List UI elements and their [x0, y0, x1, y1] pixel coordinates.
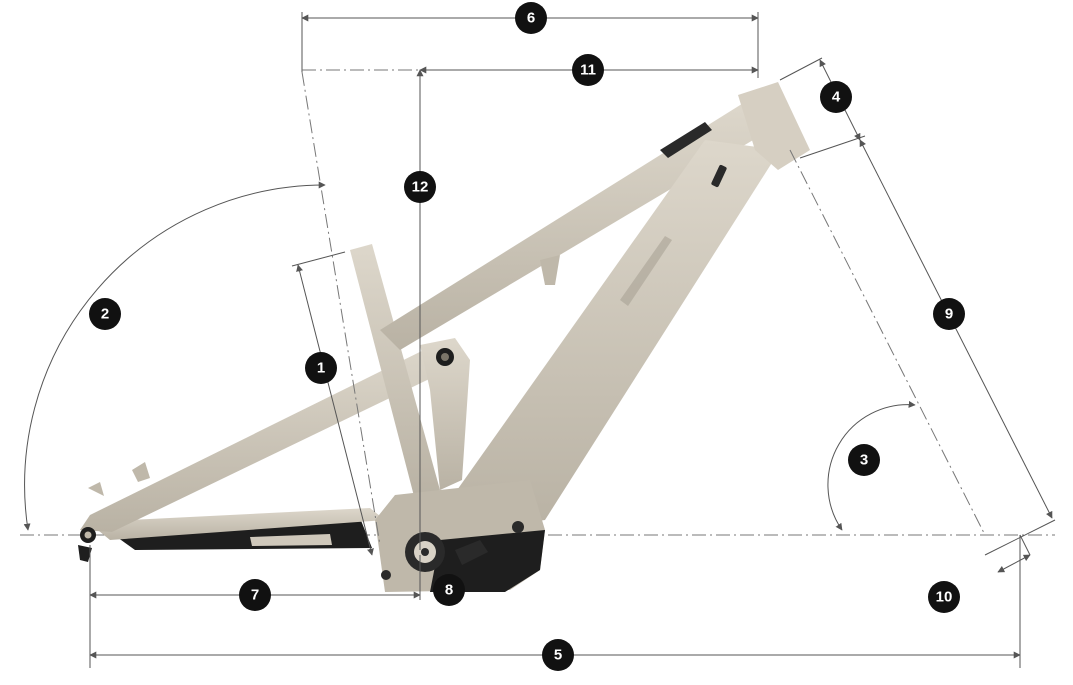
- seat-angle-line: [301, 71, 381, 546]
- badge-10-label: 10: [936, 589, 953, 606]
- rocker-link: [420, 338, 470, 490]
- pivot-bolt-upper-inner: [441, 353, 449, 361]
- brake-mount-2: [88, 482, 104, 496]
- badge-6-label: 6: [527, 10, 535, 27]
- motor-bolt: [512, 521, 524, 533]
- badge-5: 5: [542, 639, 574, 671]
- badge-3-label: 3: [860, 452, 868, 469]
- badge-4-label: 4: [832, 89, 841, 106]
- dim-10-line: [997, 554, 1031, 573]
- top-tube: [380, 102, 770, 350]
- badge-9: 9: [933, 298, 965, 330]
- badge-12-label: 12: [412, 179, 429, 196]
- badge-5-label: 5: [554, 647, 562, 664]
- derailleur-hanger: [78, 545, 92, 562]
- dim-2-arc: [23, 181, 326, 531]
- cable-port: [711, 164, 727, 188]
- head-angle-line: [789, 149, 986, 536]
- badge-9-label: 9: [945, 306, 953, 323]
- top-tube-mount: [660, 122, 712, 158]
- crank-stub: [455, 540, 488, 565]
- dim-10-ext: [1019, 534, 1031, 556]
- down-tube: [450, 140, 780, 530]
- badge-11-label: 11: [580, 62, 596, 79]
- dim-4-ext-top: [779, 57, 823, 81]
- bb-axle: [421, 548, 429, 556]
- badge-6: 6: [515, 2, 547, 34]
- head-tube: [738, 82, 810, 170]
- dim-1-ext: [291, 251, 346, 267]
- badge-3: 3: [848, 444, 880, 476]
- badge-1-label: 1: [317, 360, 325, 377]
- badge-7: 7: [239, 579, 271, 611]
- badge-11: 11: [572, 54, 604, 86]
- badge-7-label: 7: [251, 587, 259, 604]
- motor-cover: [430, 530, 545, 592]
- badge-8-label: 8: [445, 582, 453, 599]
- motor-bolt-2: [381, 570, 391, 580]
- badge-4: 4: [820, 81, 852, 113]
- number-badges: 1 2 3 4 5 6 7 8: [89, 2, 965, 671]
- brake-mount: [132, 462, 150, 482]
- rear-axle-inner: [84, 531, 92, 539]
- badge-2-label: 2: [101, 306, 109, 323]
- shock-mount: [540, 255, 560, 285]
- badge-10: 10: [928, 581, 960, 613]
- down-tube-shadow: [620, 236, 672, 306]
- bike-frame: [78, 82, 810, 592]
- badge-8: 8: [433, 574, 465, 606]
- badge-1: 1: [305, 352, 337, 384]
- dim-9-line: [859, 139, 1053, 519]
- badge-12: 12: [404, 171, 436, 203]
- dim-4-ext-bottom: [799, 135, 866, 159]
- badge-2: 2: [89, 298, 121, 330]
